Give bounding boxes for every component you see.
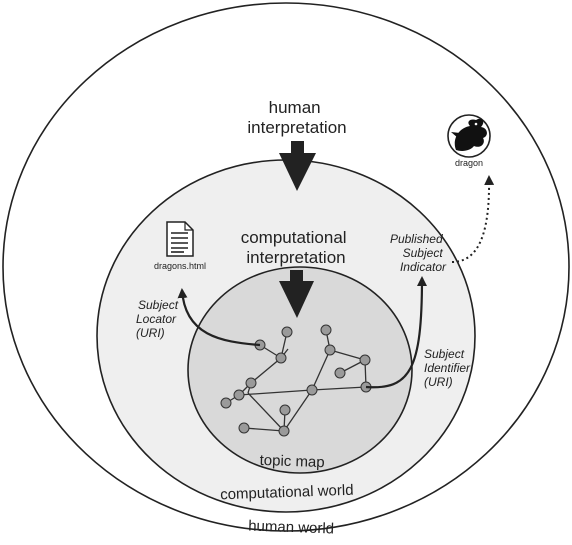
topic-node (238, 422, 250, 434)
topic-node (278, 425, 290, 437)
subject-identifier-label: Subject Identifier (URI) (424, 347, 473, 389)
subject-identifier-line-1: Subject (424, 347, 465, 361)
topic-node (334, 367, 346, 379)
topic-node (359, 354, 371, 366)
topic-node (281, 326, 293, 338)
computational-interpretation-line-2: interpretation (246, 248, 345, 267)
subject-locator-line-2: Locator (136, 312, 177, 326)
topic-node (306, 384, 318, 396)
document-file-label: dragons.html (154, 261, 206, 271)
computational-interpretation-line-1: computational (241, 228, 347, 247)
subject-locator-arrow (177, 288, 261, 347)
computational-interpretation-arrow (279, 270, 314, 318)
topic-node (324, 344, 336, 356)
topic-node (279, 404, 291, 416)
human-interpretation-arrow (279, 141, 316, 191)
dragon-icon (447, 114, 491, 158)
topic-map-label: topic map (259, 452, 325, 471)
computational-world-label: computational world (220, 482, 354, 504)
published-subject-indicator-label: Published Subject Indicator (390, 232, 447, 274)
topic-node (245, 377, 257, 389)
psi-line-2: Subject (403, 246, 444, 260)
computational-interpretation-label: computational interpretation (241, 228, 352, 267)
human-interpretation-label: human interpretation (247, 98, 346, 137)
psi-line-3: Indicator (400, 260, 447, 274)
human-interpretation-line-1: human (269, 98, 321, 117)
subject-locator-label: Subject Locator (URI) (136, 298, 181, 340)
subject-identifier-arrow (365, 276, 427, 389)
topic-node (320, 324, 332, 336)
topic-node (275, 352, 287, 364)
topic-map-ellipse (187, 266, 413, 474)
psi-line-1: Published (390, 232, 443, 246)
subject-identifier-line-3: (URI) (424, 375, 453, 389)
subject-identifier-line-2: Identifier (424, 361, 471, 375)
topic-node (233, 389, 245, 401)
topic-map-nodes (220, 324, 372, 437)
dragon-label: dragon (455, 158, 483, 168)
topic-node (220, 397, 232, 409)
subject-locator-line-3: (URI) (136, 326, 165, 340)
subject-locator-line-1: Subject (138, 298, 179, 312)
document-icon (166, 221, 194, 257)
published-indicator-link (451, 175, 495, 263)
human-interpretation-line-2: interpretation (247, 118, 346, 137)
human-world-label: human world (248, 518, 334, 538)
